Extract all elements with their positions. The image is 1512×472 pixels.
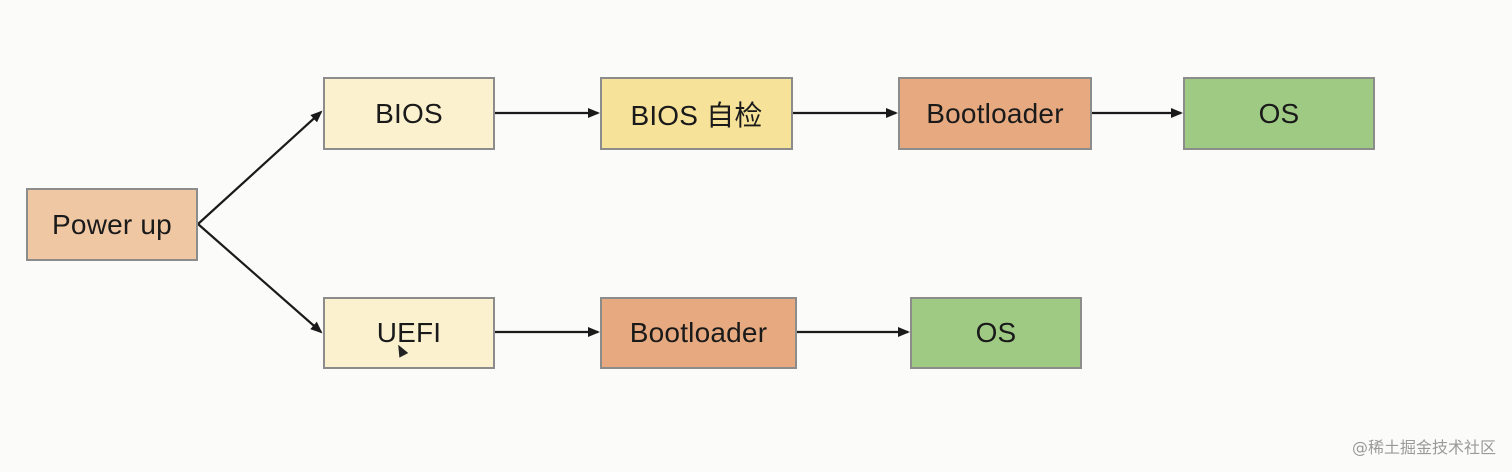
node-power-up: Power up xyxy=(26,188,198,261)
node-bios-post: BIOS 自检 xyxy=(600,77,793,150)
node-bootloader-bottom: Bootloader xyxy=(600,297,797,369)
watermark: @稀土掘金技术社区 xyxy=(1351,438,1496,457)
node-os-bottom-label: OS xyxy=(975,317,1017,348)
edge-powerup-to-bios xyxy=(197,110,323,225)
edge-powerup-to-uefi xyxy=(197,223,323,334)
node-uefi-label: UEFI xyxy=(376,317,442,348)
node-bios-label: BIOS xyxy=(375,97,443,129)
node-bios-post-label: BIOS 自检 xyxy=(630,99,763,131)
node-os-top-label: OS xyxy=(1258,97,1300,129)
node-bootloader-bottom-label: Bootloader xyxy=(629,317,768,348)
node-bootloader-top-label: Bootloader xyxy=(926,97,1064,129)
node-os-top: OS xyxy=(1183,77,1375,150)
node-bios: BIOS xyxy=(323,77,495,150)
node-bootloader-top: Bootloader xyxy=(898,77,1092,150)
node-power-up-label: Power up xyxy=(52,208,172,240)
node-os-bottom: OS xyxy=(910,297,1082,369)
node-uefi: UEFI xyxy=(323,297,495,369)
